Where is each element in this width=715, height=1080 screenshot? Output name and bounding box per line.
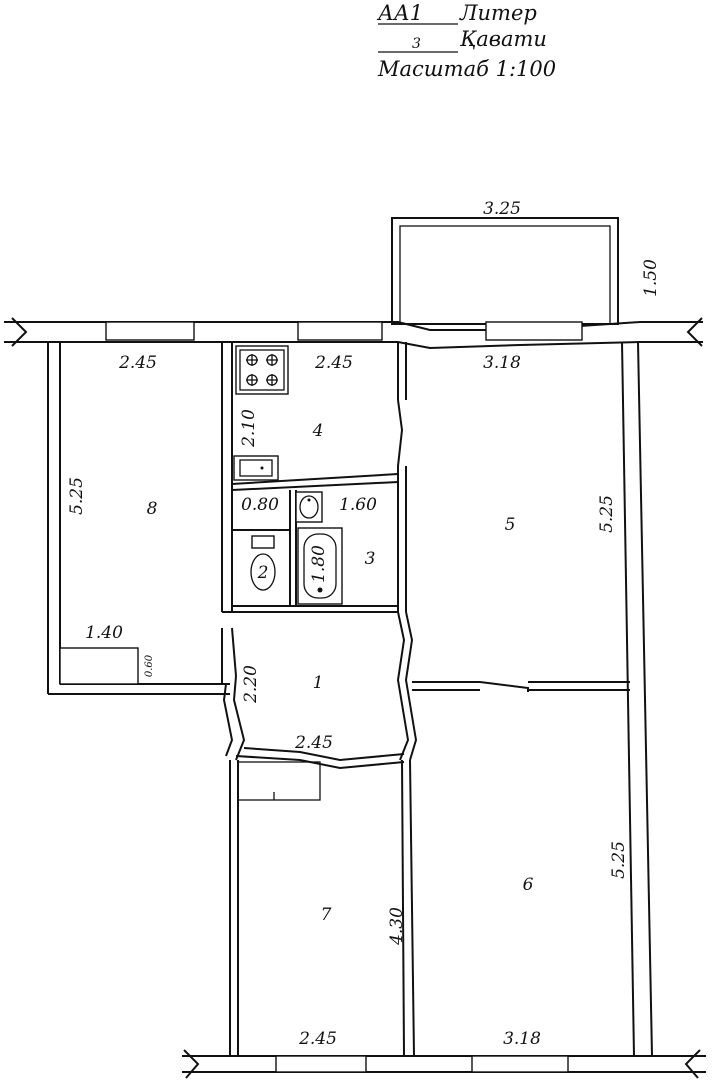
room-7-number: 7 [321,905,332,925]
dim-room7-width: 2.45 [298,1029,337,1049]
room-4-number: 4 [312,421,324,441]
room-1-number: 1 [313,673,324,693]
dimensions: 3.25 1.50 2.45 5.25 1.40 0.60 2.45 2.10 … [67,199,661,1049]
exterior-wall-top [4,317,703,350]
dim-room4-width: 2.45 [314,353,353,373]
dim-balcony-width: 3.25 [483,199,521,219]
dim-room6-length: 5.25 [609,841,629,879]
header: АА1 Литер 3 Қавати Масштаб 1:100 [376,1,556,81]
washbasin-icon [295,491,323,523]
floor-number: 3 [412,36,421,52]
toilet-icon [250,535,276,591]
dim-wc-width: 0.80 [241,495,279,515]
exterior-wall-right [621,341,653,1057]
interior-walls [221,342,630,1057]
dim-room8-width: 2.45 [118,353,157,373]
liter-label: Литер [459,1,537,25]
scale-label: Масштаб 1:100 [377,57,556,81]
dim-balcony-depth: 1.50 [641,259,661,297]
stove-icon [235,345,289,395]
room-8-number: 8 [147,499,158,519]
dim-room6-width: 3.18 [503,1029,541,1049]
room-6-number: 6 [523,875,534,895]
dim-room7-length: 4.30 [387,907,407,946]
dim-bath-length: 1.80 [309,545,329,583]
toilet-marker: 2 [257,563,269,583]
room8-niche [59,647,139,685]
bathtub-icon [297,527,343,605]
liter-code: АА1 [376,1,423,25]
dim-room5-width: 3.18 [483,353,521,373]
exterior-wall-bottom [182,1049,706,1079]
dim-hall-depth: 2.20 [241,665,261,704]
dim-room8-length: 5.25 [67,477,87,515]
dim-room8-niche-width: 1.40 [85,623,123,643]
exterior-wall-left [47,342,230,695]
balcony [391,217,619,325]
room-5-number: 5 [505,515,516,535]
dim-room4-length: 2.10 [239,409,259,448]
dim-room8-niche-depth: 0.60 [144,654,155,677]
dim-hall-width: 2.45 [294,733,333,753]
floor-label: Қавати [459,27,547,51]
kitchen-sink-icon [233,455,279,481]
dim-bath-width: 1.60 [339,495,377,515]
dim-room5-length: 5.25 [597,495,617,533]
room-3-number: 3 [365,549,376,569]
room-numbers: 4 8 5 3 2 1 6 7 [147,421,534,925]
